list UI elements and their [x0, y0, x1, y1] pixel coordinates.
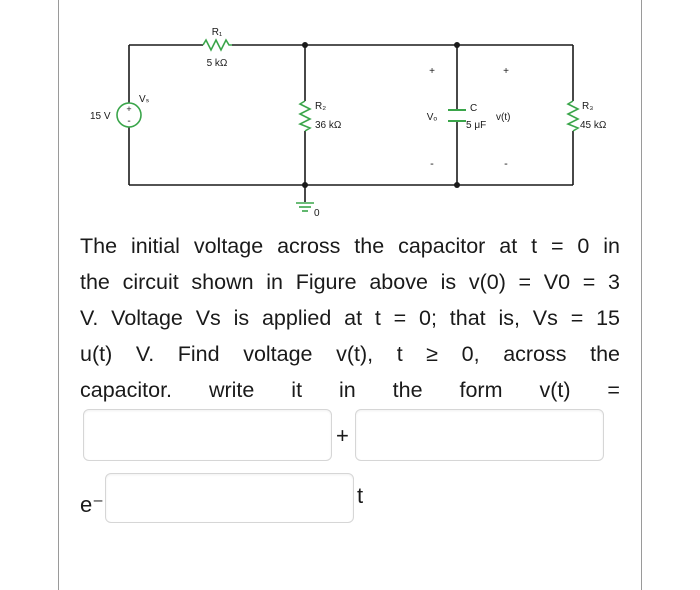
vo-label: Vₒ — [427, 112, 438, 123]
exponential-prefix: e⁻ — [80, 492, 104, 517]
junction-dots — [302, 42, 460, 188]
problem-line-1: The initial voltage across the capacitor… — [80, 234, 620, 258]
vt-plus-sign: + — [503, 66, 509, 77]
ground-icon — [296, 202, 314, 212]
answer-field-exponent[interactable] — [106, 474, 353, 522]
resistor-r3 — [566, 100, 580, 132]
r2-value: 36 kΩ — [315, 120, 342, 131]
resistor-r1 — [202, 38, 232, 52]
problem-statement: The initial voltage across the capacitor… — [80, 228, 620, 408]
source-value: 15 V — [90, 111, 111, 122]
page-left-border — [58, 0, 59, 590]
plus-operator: + — [336, 423, 349, 448]
answer-field-constant-wrapper — [83, 409, 332, 461]
r3-label: R₃ — [582, 101, 593, 112]
voltage-source — [116, 102, 142, 128]
problem-line-5: capacitor. write it in the form v(t) = — [80, 378, 620, 402]
answer-field-constant[interactable] — [84, 410, 331, 460]
capacitor-label: C — [470, 103, 477, 114]
resistor-r2 — [298, 100, 312, 132]
answer-field-exponent-wrapper — [105, 473, 354, 523]
page-right-border — [641, 0, 642, 590]
capacitor-c — [448, 109, 466, 122]
vt-label: v(t) — [496, 112, 510, 123]
circuit-diagram: + - R₁ 5 kΩ 15 V Vₛ R₂ 36 kΩ + Vₒ - C 5 … — [90, 27, 607, 219]
problem-line-4: u(t) V. Find voltage v(t), t ≥ 0, across… — [80, 342, 620, 366]
capacitor-value: 5 μF — [466, 120, 486, 131]
vt-minus-sign: - — [504, 158, 508, 170]
source-label: Vₛ — [139, 94, 150, 105]
r1-value: 5 kΩ — [207, 58, 228, 69]
vo-minus-sign: - — [430, 158, 434, 170]
ground-label: 0 — [314, 208, 320, 219]
problem-line-3: V. Voltage Vs is applied at t = 0; that … — [80, 306, 620, 330]
r1-label: R₁ — [212, 27, 223, 38]
vo-plus-sign: + — [429, 66, 435, 77]
problem-line-2: the circuit shown in Figure above is v(0… — [80, 270, 620, 294]
r3-value: 45 kΩ — [580, 120, 607, 131]
r2-label: R₂ — [315, 101, 326, 112]
time-variable: t — [357, 483, 364, 508]
answer-field-coefficient-wrapper — [355, 409, 604, 461]
source-minus-sign: - — [127, 116, 130, 127]
source-plus-sign: + — [126, 104, 131, 114]
answer-field-coefficient[interactable] — [356, 410, 603, 460]
